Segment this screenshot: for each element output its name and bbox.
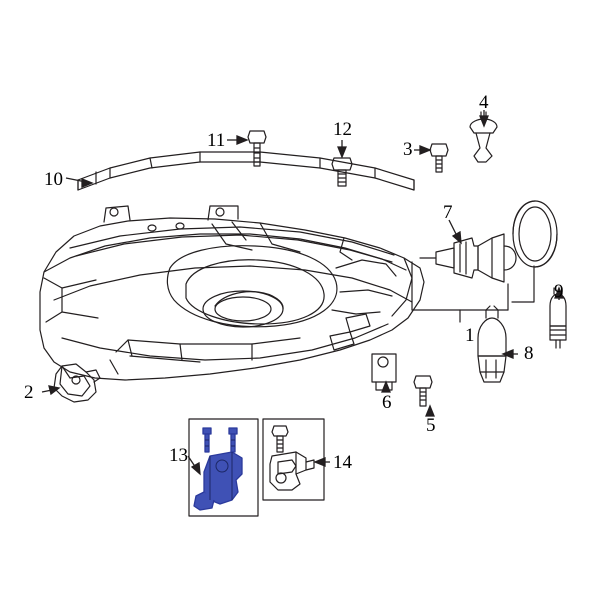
- callout-4: 4: [479, 92, 489, 113]
- callout-7: 7: [443, 202, 453, 223]
- callout-6: 6: [382, 392, 392, 413]
- callout-8: 8: [524, 343, 534, 364]
- callout-14: 14: [333, 452, 352, 473]
- part-bracket-2: [53, 363, 101, 403]
- part-bolt-5: [413, 375, 433, 407]
- callout-leaders: [41, 110, 564, 476]
- callout-12: 12: [333, 119, 352, 140]
- box-13-frame: [188, 418, 259, 517]
- part-gasket-ring: [512, 200, 558, 268]
- part-bolt-11: [247, 130, 267, 167]
- callout-9: 9: [554, 281, 564, 302]
- leader-9-to-8: [511, 265, 535, 303]
- part-bulb-7: [419, 233, 517, 283]
- callout-11: 11: [207, 130, 226, 151]
- callout-3: 3: [403, 139, 413, 160]
- part-headlamp-housing: [39, 205, 425, 381]
- box-14-frame: [262, 418, 325, 501]
- part-bulb-8: [477, 305, 507, 383]
- callout-13: 13: [169, 445, 188, 466]
- part-bracket-14: [269, 425, 315, 491]
- part-sensor-13-detail: [205, 439, 235, 500]
- callout-10: 10: [44, 169, 63, 190]
- callout-2: 2: [24, 382, 34, 403]
- group-box-1: [411, 261, 509, 323]
- part-retainer-6: [371, 353, 397, 391]
- part-bolt-3: [429, 143, 449, 173]
- part-upper-seal-10: [77, 151, 415, 191]
- part-screw-12: [331, 157, 353, 187]
- callout-5: 5: [426, 415, 436, 436]
- callout-1: 1: [465, 325, 475, 346]
